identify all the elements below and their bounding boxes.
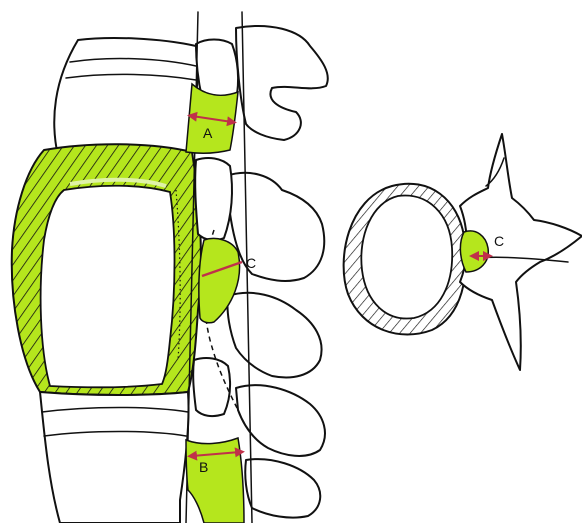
posterior-element-1 [236,26,328,140]
axial-vertebra-view: C [344,134,582,370]
label-c-axial: C [494,233,504,249]
lateral-spine-view: A C B [12,12,328,523]
posterior-element-2 [226,173,324,281]
axial-body-inner [361,196,452,319]
label-a: A [203,125,213,141]
lamina-middle [195,158,232,240]
region-b-highlight [186,438,244,523]
lower-vertebral-body [40,392,189,523]
posterior-element-3 [227,293,321,378]
fusion-block-inner [41,186,175,388]
lamina-lower [193,358,230,416]
posterior-element-5 [245,459,320,517]
label-b: B [199,459,208,475]
label-c-lateral: C [246,255,256,271]
upper-vertebral-body [54,38,198,156]
